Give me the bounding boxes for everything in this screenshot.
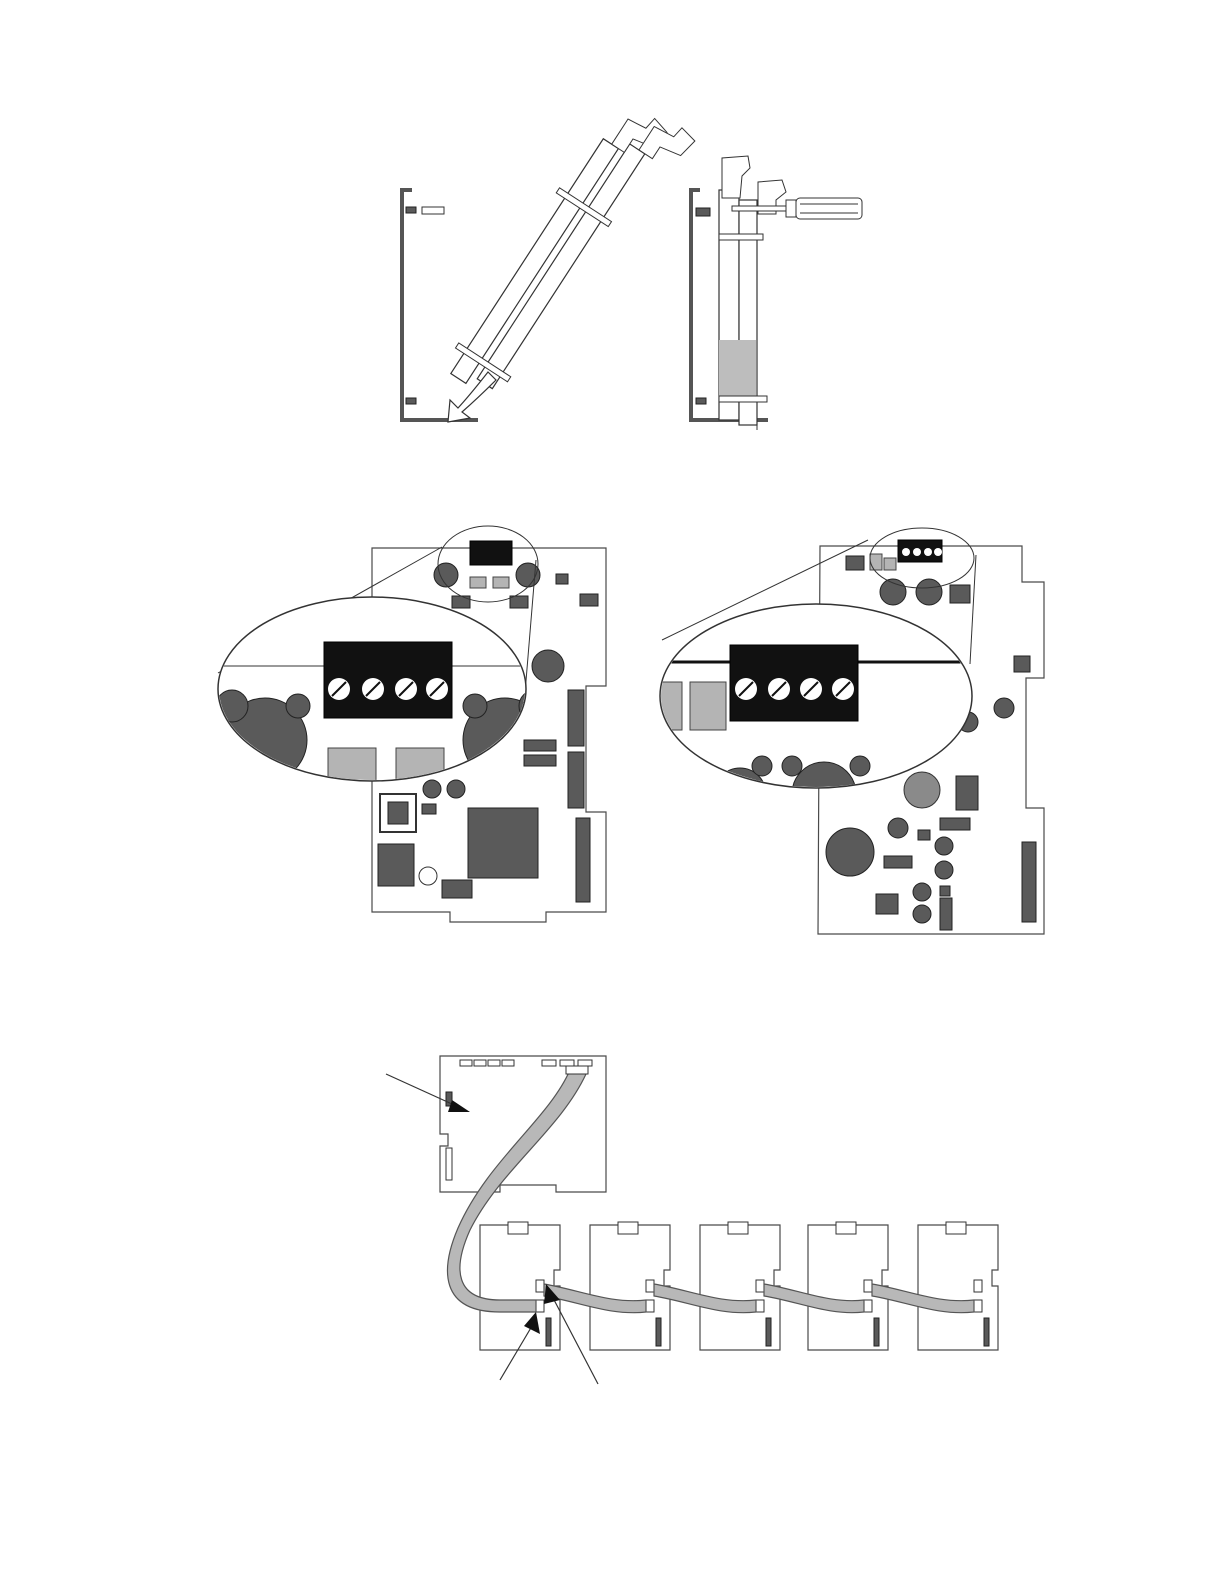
standoff-bottom	[406, 398, 416, 404]
standoff-top	[406, 207, 416, 213]
card-insertion-tilted	[402, 90, 697, 422]
standoff-loose	[422, 207, 444, 214]
chassis-wall-left	[402, 190, 478, 420]
board-terminal-closeup-right	[656, 528, 1044, 934]
board-terminal-closeup-left	[216, 526, 606, 922]
insert-arrow-icon	[448, 372, 496, 422]
ribbon-cable-daisy-chain	[386, 1056, 998, 1384]
standoff-top-2	[696, 208, 710, 216]
standoff-bottom-2	[696, 398, 706, 404]
expansion-board-5	[918, 1222, 998, 1350]
card-seated-screwdriver	[691, 156, 862, 430]
shaded-region	[719, 340, 756, 398]
tilted-card	[442, 90, 697, 416]
